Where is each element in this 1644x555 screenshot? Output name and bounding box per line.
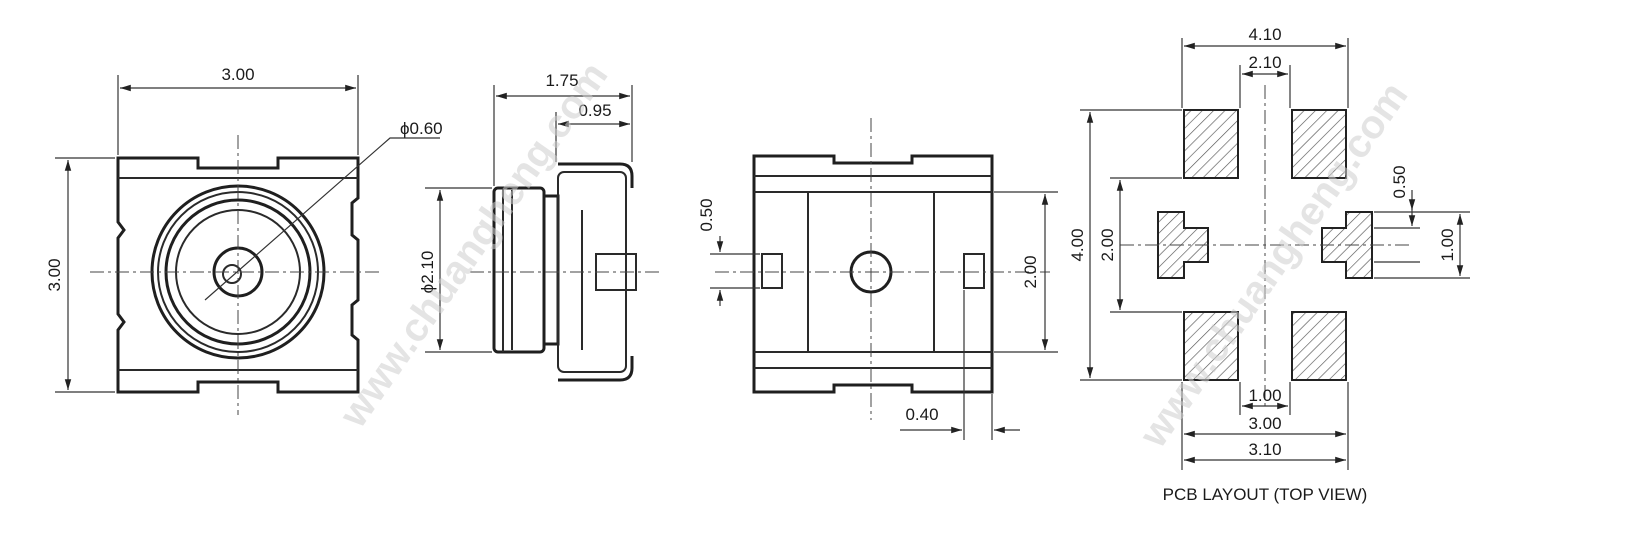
side-view bbox=[425, 85, 660, 382]
pcb-tab-height-label: 1.00 bbox=[1438, 228, 1457, 261]
pcb-outer-height-label: 4.00 bbox=[1068, 228, 1087, 261]
pcb-span-3-10-label: 3.10 bbox=[1248, 440, 1281, 459]
rear-pin-span-label: 2.00 bbox=[1021, 255, 1040, 288]
rear-pin-offset-label: 0.40 bbox=[905, 405, 938, 424]
pcb-layout bbox=[1080, 38, 1470, 470]
side-body-depth-label: 0.95 bbox=[578, 101, 611, 120]
rear-pin-width-label: 0.50 bbox=[697, 198, 716, 231]
pcb-span-3-00-label: 3.00 bbox=[1248, 414, 1281, 433]
rear-view bbox=[710, 118, 1058, 440]
pcb-gap-label: 1.00 bbox=[1248, 386, 1281, 405]
pcb-caption: PCB LAYOUT (TOP VIEW) bbox=[1163, 485, 1368, 504]
front-hole-label: ϕ0.60 bbox=[400, 119, 443, 138]
pcb-tab-width-label: 0.50 bbox=[1390, 165, 1409, 198]
side-diameter-label: ϕ2.10 bbox=[418, 251, 437, 294]
pcb-inner-width-label: 2.10 bbox=[1248, 53, 1281, 72]
front-view bbox=[55, 75, 440, 415]
pcb-inner-height-label: 2.00 bbox=[1098, 228, 1117, 261]
front-width-label: 3.00 bbox=[221, 65, 254, 84]
side-depth-label: 1.75 bbox=[545, 71, 578, 90]
front-height-label: 3.00 bbox=[45, 258, 64, 291]
pcb-outer-width-label: 4.10 bbox=[1248, 25, 1281, 44]
